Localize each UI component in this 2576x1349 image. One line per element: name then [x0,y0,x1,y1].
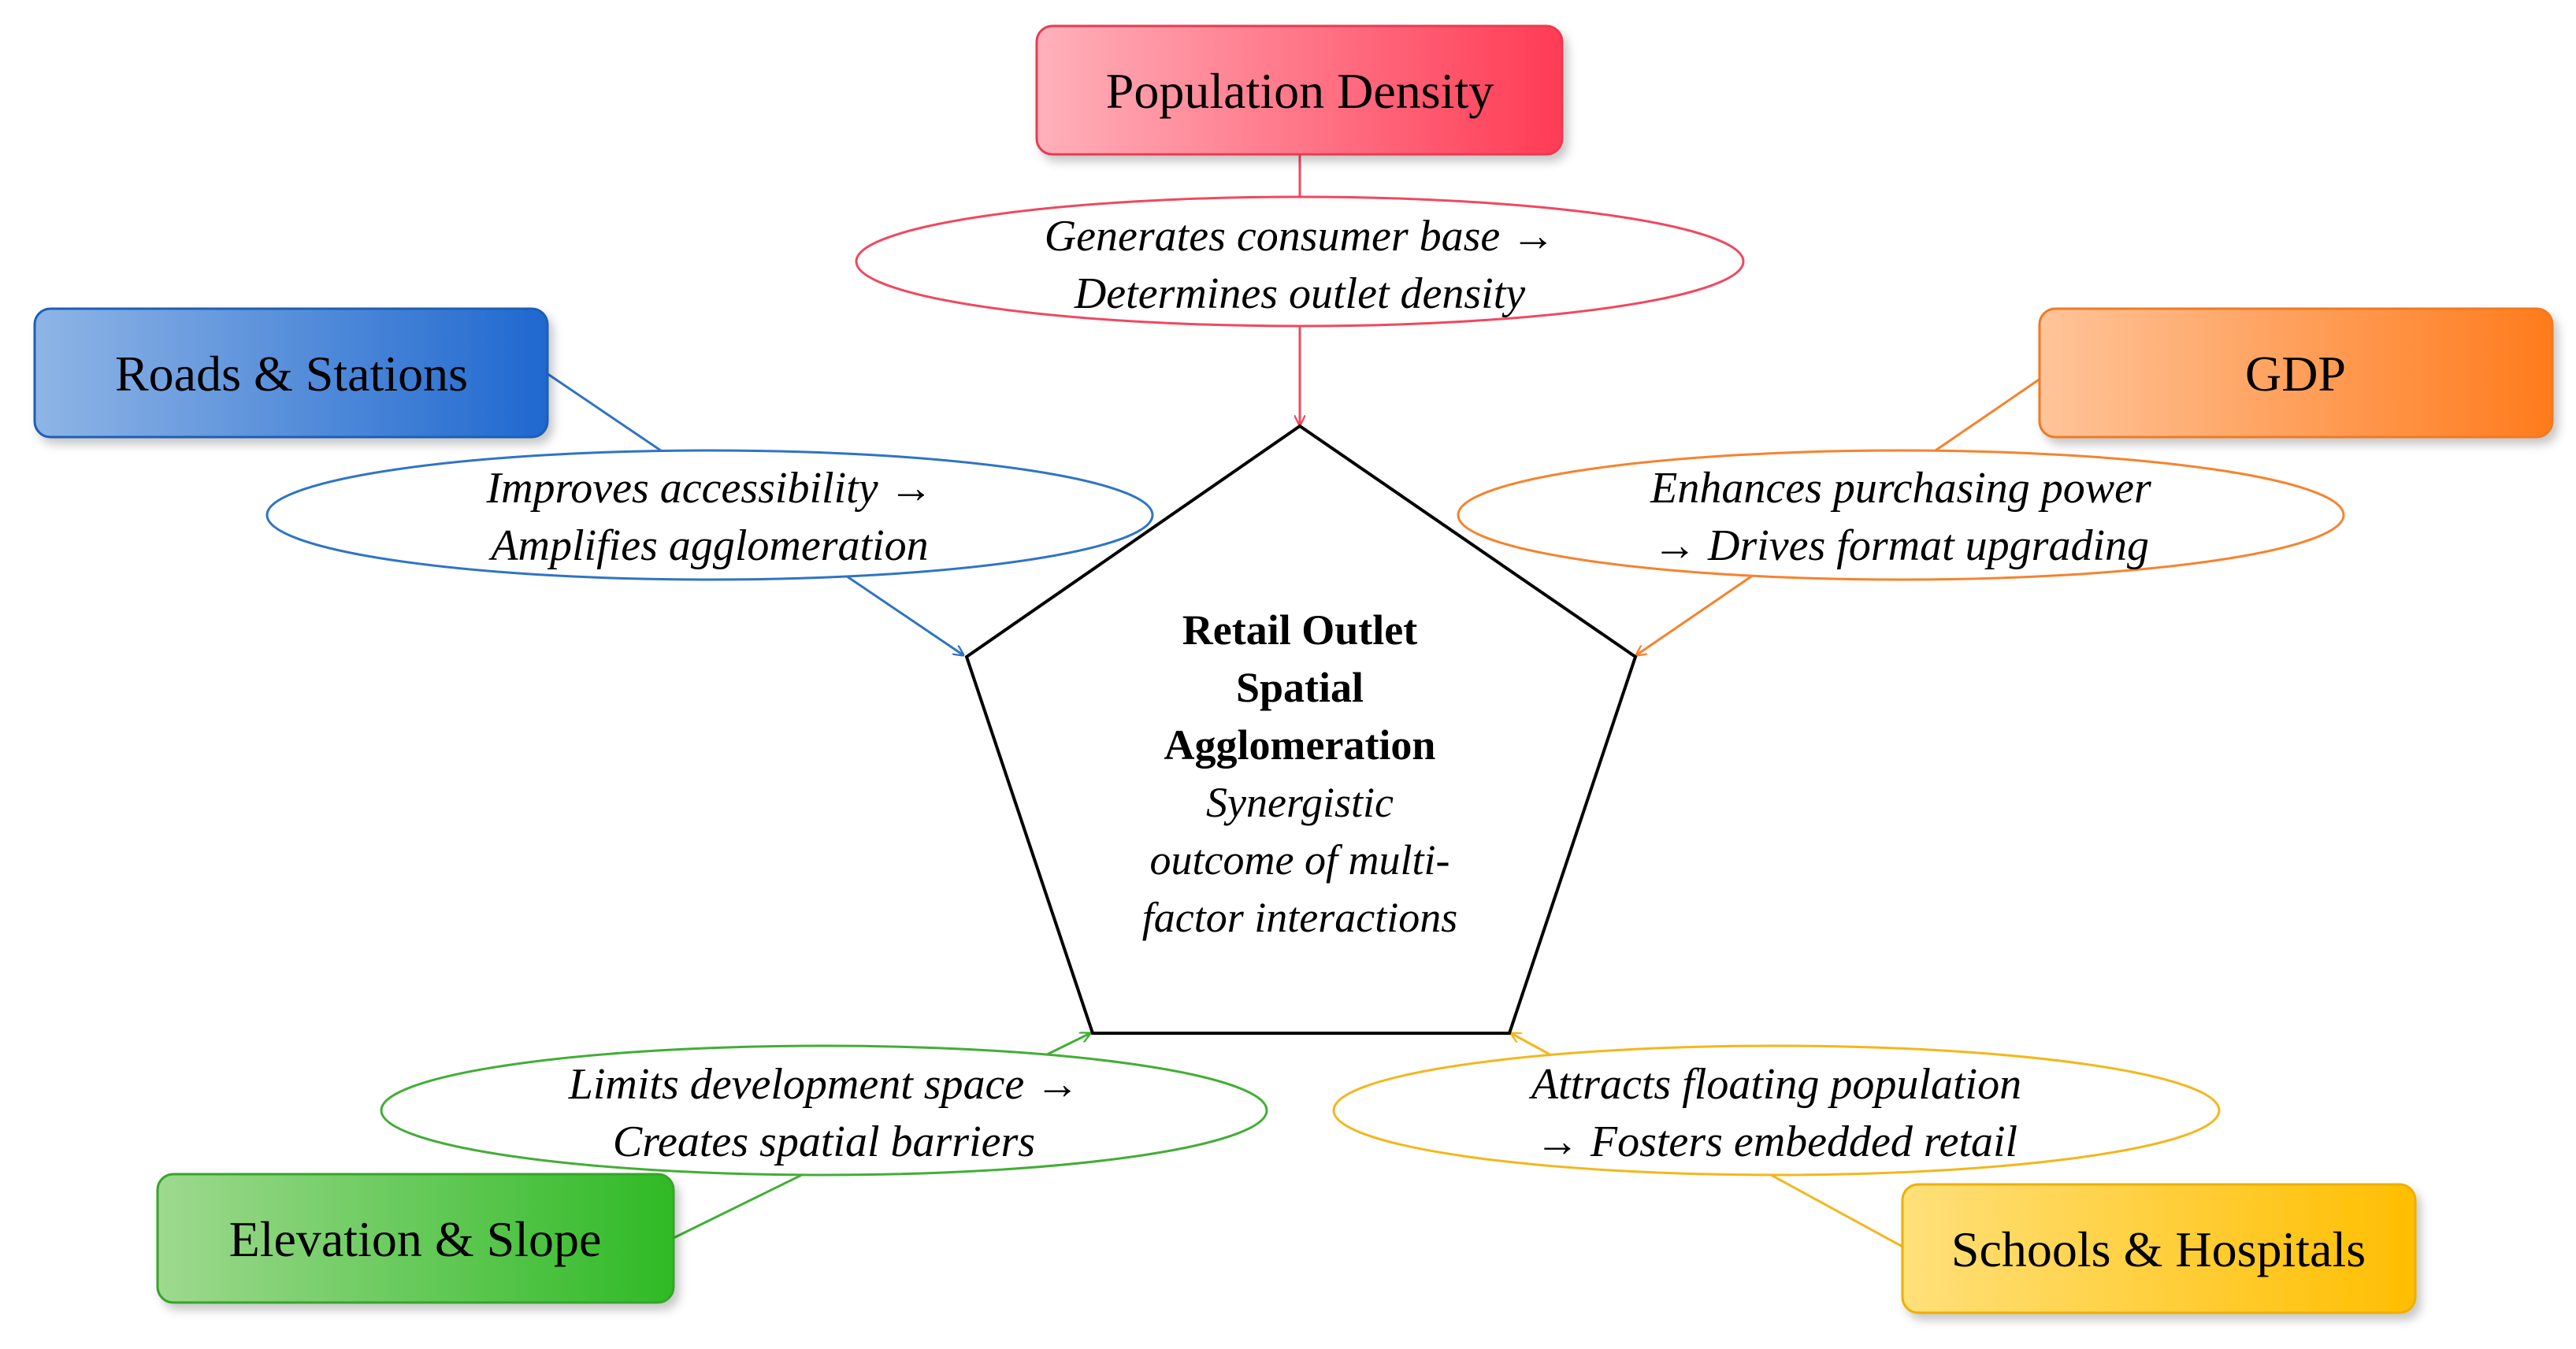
factor-box-population-density: Population Density [1035,24,1564,156]
center-subtitle-line-1: Synergistic [1206,779,1394,826]
svg-text:→ Drives format upgrading: → Drives format upgrading [1653,521,2149,570]
factor-box-gdp: GDP [2038,307,2554,439]
center-subtitle-line-2: outcome of multi- [1150,836,1450,884]
center-title-line-2: Spatial [1236,664,1364,711]
factor-label-elevation-slope: Elevation & Slope [229,1211,602,1267]
svg-text:Determines outlet density: Determines outlet density [1074,269,1525,318]
svg-text:Generates consumer base →: Generates consumer base → [1045,212,1556,261]
relation-elevation-slope: Limits development space → Creates spati… [380,1044,1268,1177]
relation-schools-hospitals: Attracts floating population → Fosters e… [1332,1044,2221,1177]
relation-gdp: Enhances purchasing power → Drives forma… [1457,449,2345,581]
svg-text:Limits development space →: Limits development space → [568,1060,1080,1109]
relation-population-density: Generates consumer base → Determines out… [855,195,1745,328]
factor-label-gdp: GDP [2245,346,2346,402]
center-text: Retail Outlet Spatial Agglomeration Syne… [1142,606,1457,941]
svg-text:Enhances purchasing power: Enhances purchasing power [1650,464,2151,513]
relation-roads-stations: Improves accessibility → Amplifies agglo… [265,449,1154,581]
center-title-line-3: Agglomeration [1164,721,1436,769]
factor-label-schools-hospitals: Schools & Hospitals [1951,1221,2366,1277]
svg-text:Attracts floating population: Attracts floating population [1528,1060,2021,1109]
svg-text:Creates spatial barriers: Creates spatial barriers [613,1117,1035,1166]
factor-box-elevation-slope: Elevation & Slope [156,1173,675,1304]
factor-box-schools-hospitals: Schools & Hospitals [1901,1183,2417,1314]
center-title-line-1: Retail Outlet [1182,606,1417,654]
center-subtitle-line-3: factor interactions [1142,894,1457,941]
svg-text:Improves accessibility →: Improves accessibility → [485,464,933,513]
factor-label-population-density: Population Density [1106,63,1494,119]
center-pentagon [964,424,1638,1035]
svg-text:→ Fosters embedded retail: → Fosters embedded retail [1535,1117,2017,1166]
factor-box-roads-stations: Roads & Stations [33,307,549,439]
factor-label-roads-stations: Roads & Stations [115,346,468,402]
svg-text:Amplifies agglomeration: Amplifies agglomeration [488,521,928,570]
